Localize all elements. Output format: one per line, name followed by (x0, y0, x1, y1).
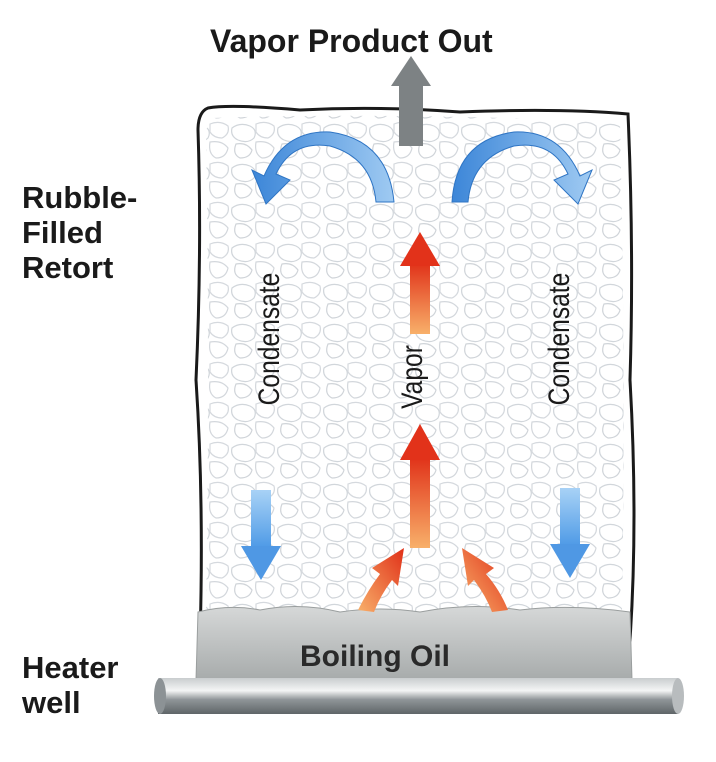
retort-label-line-2: Filled (22, 215, 103, 250)
vapor-curve-arrow-right (462, 548, 508, 612)
vapor-label: Vapor (396, 345, 429, 409)
heater-label-line-1: Heater (22, 650, 119, 685)
vapor-curve-arrow-left (358, 548, 404, 612)
heater-label-line-2: well (22, 685, 81, 720)
retort-label-line-1: Rubble- (22, 180, 138, 215)
condensate-curve-arrow-right (451, 131, 593, 205)
diagram-title: Vapor Product Out (210, 23, 493, 59)
pipe-end-left (154, 678, 166, 714)
heater-well-label: Heater well (22, 650, 119, 720)
vapor-arrow-upper (400, 232, 440, 334)
vapor-arrow-lower (400, 424, 440, 548)
retort-label: Rubble- Filled Retort (22, 180, 137, 285)
heater-pipe (158, 678, 678, 714)
condensate-down-arrow-right (550, 488, 590, 578)
rubble-fill (206, 115, 624, 612)
condensate-label-left: Condensate (253, 272, 286, 406)
boiling-oil-label: Boiling Oil (300, 640, 450, 673)
condensate-curve-arrow-left (251, 131, 395, 205)
pipe-end-right (672, 678, 684, 714)
boiling-oil (195, 605, 633, 681)
condensate-label-right: Condensate (543, 272, 576, 406)
condensate-down-arrow-left (241, 490, 281, 580)
vapor-out-arrow (391, 56, 431, 146)
retort-label-line-3: Retort (22, 250, 114, 285)
